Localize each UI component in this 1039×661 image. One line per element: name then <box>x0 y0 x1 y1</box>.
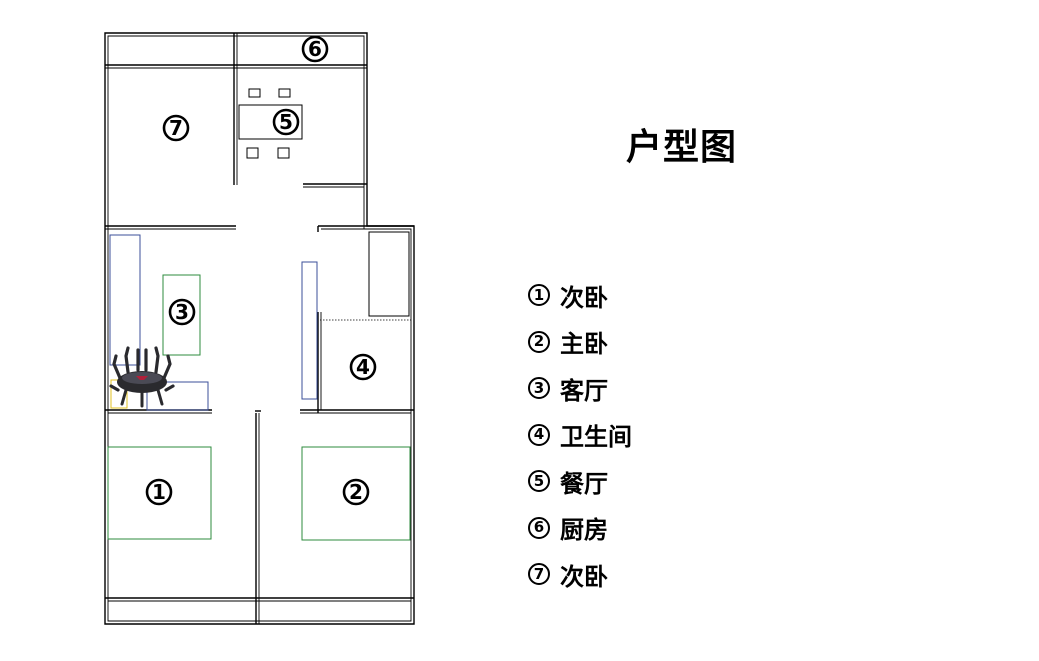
marker-1: 1 <box>152 480 166 504</box>
legend-number: 1 <box>528 284 550 307</box>
legend-label: 客厅 <box>560 376 608 405</box>
legend-item: 3 客厅 <box>528 365 632 412</box>
marker-3-circle <box>168 298 196 326</box>
legend-item: 4 卫生间 <box>528 412 632 459</box>
legend-label: 厨房 <box>560 516 608 545</box>
legend-number: 2 <box>528 330 550 353</box>
legend-item: 2 主卧 <box>528 319 632 366</box>
marker-2-circle <box>342 478 370 506</box>
marker-4: 4 <box>356 355 370 379</box>
legend-list: 1 次卧 2 主卧 3 客厅 4 卫生间 5 餐厅 6 厨房 7 次卧 <box>528 272 632 598</box>
wifi-router-icon <box>109 346 175 408</box>
marker-5: 5 <box>279 110 293 134</box>
legend-label: 主卧 <box>560 330 608 359</box>
marker-2: 2 <box>349 480 363 504</box>
marker-5-circle <box>272 108 300 136</box>
legend-item: 7 次卧 <box>528 551 632 598</box>
page-title: 户型图 <box>626 127 738 168</box>
legend-label: 次卧 <box>560 283 608 312</box>
marker-1-circle <box>145 478 173 506</box>
marker-6: 6 <box>308 37 322 61</box>
marker-7: 7 <box>169 116 183 140</box>
legend-item: 1 次卧 <box>528 272 632 319</box>
marker-3: 3 <box>175 300 189 324</box>
legend-number: 7 <box>528 563 550 586</box>
legend-number: 5 <box>528 470 550 493</box>
marker-7-circle <box>162 114 190 142</box>
legend-number: 6 <box>528 516 550 539</box>
legend-number: 4 <box>528 423 550 446</box>
legend-label: 卫生间 <box>560 423 632 452</box>
legend-item: 5 餐厅 <box>528 458 632 505</box>
legend-label: 次卧 <box>560 562 608 591</box>
legend-label: 餐厅 <box>560 469 608 498</box>
legend-number: 3 <box>528 377 550 400</box>
legend-item: 6 厨房 <box>528 505 632 552</box>
marker-6-circle <box>301 35 329 63</box>
marker-4-circle <box>349 353 377 381</box>
